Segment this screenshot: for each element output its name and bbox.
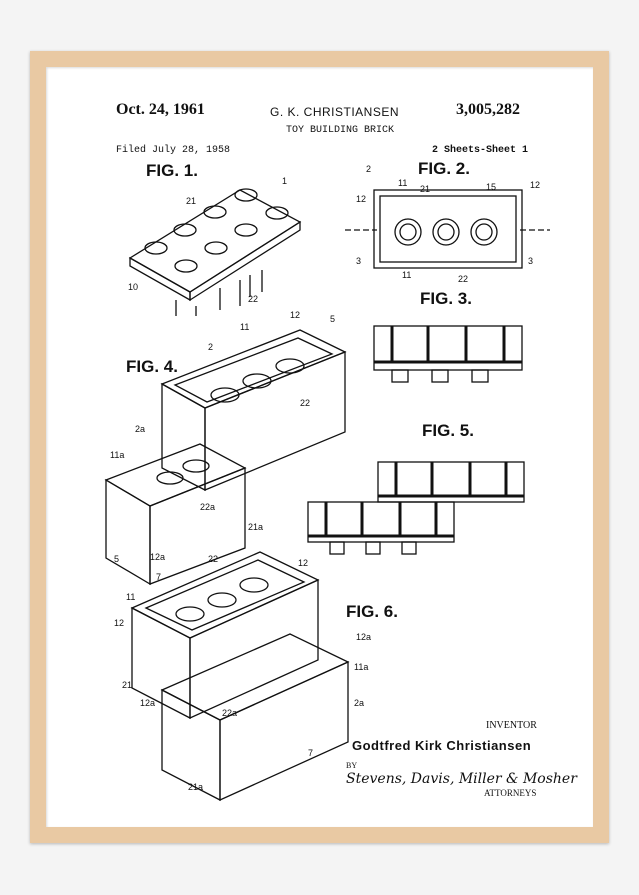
patent-date: Oct. 24, 1961 — [116, 101, 205, 118]
fig6-label: FIG. 6. — [346, 602, 398, 621]
patent-title: TOY BUILDING BRICK — [286, 125, 395, 136]
svg-text:22a: 22a — [200, 502, 215, 512]
svg-text:12: 12 — [530, 180, 540, 190]
inventor-header: G. K. CHRISTIANSEN — [270, 105, 400, 119]
fig3-label: FIG. 3. — [420, 289, 472, 308]
svg-text:7: 7 — [308, 748, 313, 758]
fig1-brick-drawing — [128, 188, 302, 316]
wooden-frame: Oct. 24, 1961 G. K. CHRISTIANSEN 3,005,2… — [30, 51, 609, 843]
svg-text:21a: 21a — [248, 522, 263, 532]
svg-text:22a: 22a — [222, 708, 237, 718]
svg-text:5: 5 — [114, 554, 119, 564]
patent-number: 3,005,282 — [456, 101, 520, 118]
svg-text:1: 1 — [282, 176, 287, 186]
fig4-bricks-drawing — [104, 329, 347, 586]
fig6-bricks-drawing — [130, 551, 350, 802]
svg-text:11a: 11a — [354, 662, 368, 672]
svg-text:21: 21 — [420, 184, 430, 194]
fig1-label: FIG. 1. — [146, 161, 198, 180]
attorneys-label: ATTORNEYS — [484, 788, 537, 798]
svg-text:3: 3 — [528, 256, 533, 266]
svg-text:2: 2 — [208, 342, 213, 352]
svg-text:22: 22 — [208, 554, 218, 564]
svg-text:3: 3 — [356, 256, 361, 266]
svg-text:22: 22 — [458, 274, 468, 284]
svg-text:12a: 12a — [140, 698, 155, 708]
svg-text:7: 7 — [156, 572, 161, 582]
svg-text:12a: 12a — [356, 632, 371, 642]
svg-text:22: 22 — [300, 398, 310, 408]
fig1-studs — [144, 188, 289, 273]
svg-text:21: 21 — [186, 196, 196, 206]
inventor-name: Godtfred Kirk Christiansen — [352, 738, 532, 753]
svg-text:2: 2 — [366, 164, 371, 174]
svg-text:2a: 2a — [354, 698, 364, 708]
svg-text:11: 11 — [398, 178, 407, 188]
sheet-count: 2 Sheets-Sheet 1 — [432, 145, 529, 156]
fig2-label: FIG. 2. — [418, 159, 470, 178]
fig5-label: FIG. 5. — [422, 421, 474, 440]
patent-paper: Oct. 24, 1961 G. K. CHRISTIANSEN 3,005,2… — [46, 67, 593, 827]
svg-text:10: 10 — [128, 282, 138, 292]
fig4-label: FIG. 4. — [126, 357, 178, 376]
by-label: BY — [346, 761, 358, 770]
fig2-top-view-drawing — [345, 189, 550, 269]
svg-text:5: 5 — [330, 314, 335, 324]
svg-text:22: 22 — [248, 294, 258, 304]
svg-text:15: 15 — [486, 182, 496, 192]
fig5-section-drawing — [307, 461, 525, 555]
filed-date: Filed July 28, 1958 — [116, 145, 231, 156]
svg-text:12a: 12a — [150, 552, 165, 562]
svg-text:11: 11 — [126, 592, 135, 602]
svg-text:2a: 2a — [135, 424, 145, 434]
attorneys-signature: Stevens, Davis, Miller & Mosher — [346, 771, 577, 787]
svg-text:12: 12 — [114, 618, 124, 628]
svg-text:11: 11 — [240, 322, 249, 332]
svg-text:11a: 11a — [110, 450, 124, 460]
svg-text:21a: 21a — [188, 782, 203, 792]
inventor-label: INVENTOR — [486, 720, 537, 731]
svg-text:12: 12 — [298, 558, 308, 568]
fig3-section-drawing — [373, 325, 523, 383]
svg-text:12: 12 — [356, 194, 366, 204]
svg-text:11: 11 — [402, 270, 411, 280]
svg-text:12: 12 — [290, 310, 300, 320]
svg-text:21: 21 — [122, 680, 132, 690]
